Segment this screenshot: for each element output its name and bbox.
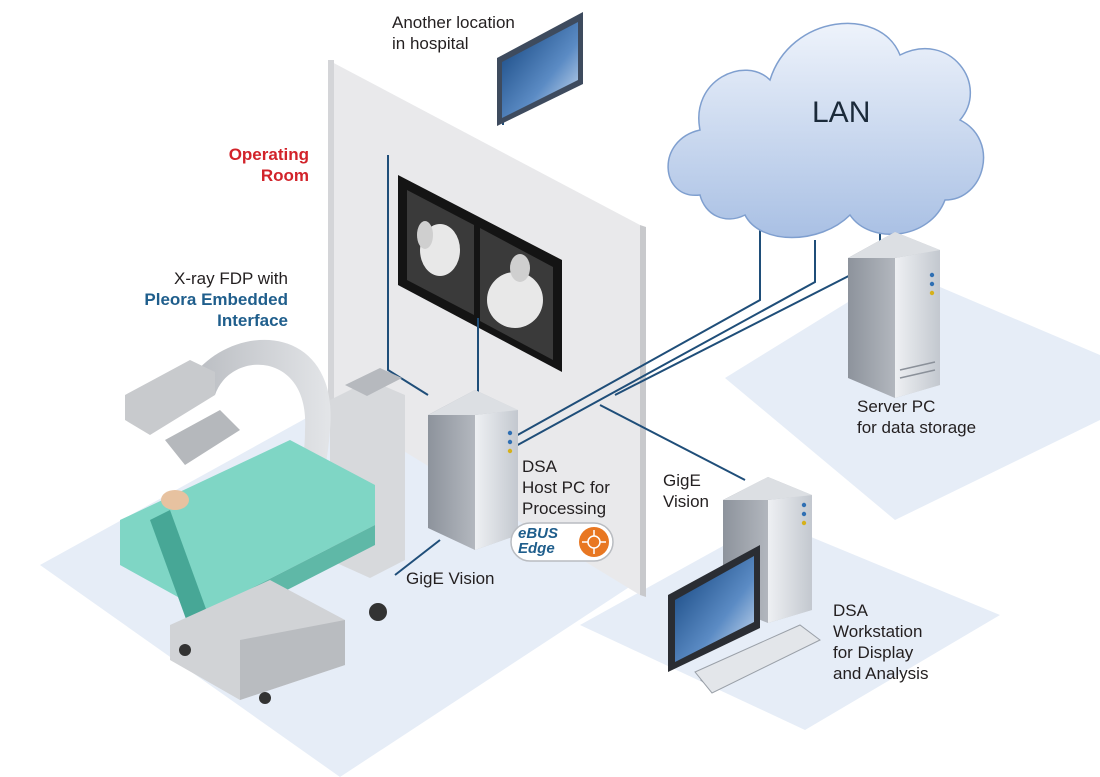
xray-fdp-label: X-ray FDP with Pleora Embedded Interface (120, 268, 288, 331)
server-pc-label: Server PC for data storage (857, 397, 977, 437)
lan-cloud (667, 22, 985, 239)
operating-room-label: Operating Room (228, 145, 309, 185)
ebus-edge-badge: eBUS Edge (510, 522, 614, 562)
host-pc-tower (428, 390, 518, 550)
patient-table (120, 440, 387, 704)
another-location-label: Another location in hospital (392, 13, 515, 53)
dsa-host-pc-label: DSA Host PC for Processing (522, 457, 610, 518)
ebus-text: eBUS (518, 525, 559, 542)
remote-monitor (497, 12, 583, 126)
workstation-floor (580, 520, 1000, 730)
lan-label: LAN (812, 96, 871, 129)
pleora-label: Pleora Embedded (144, 290, 288, 309)
gige-vision-label-bottom: GigE Vision (406, 569, 495, 588)
gige-vision-label-middle: GigE Vision (663, 471, 709, 511)
workstation (668, 477, 821, 694)
server-tower (848, 232, 940, 398)
server-floor (725, 270, 1100, 520)
edge-text: Edge (518, 540, 555, 557)
wall-display (398, 175, 562, 372)
network-cables (387, 98, 881, 576)
dsa-workstation-label: DSA Workstation for Display and Analysis (833, 601, 929, 683)
